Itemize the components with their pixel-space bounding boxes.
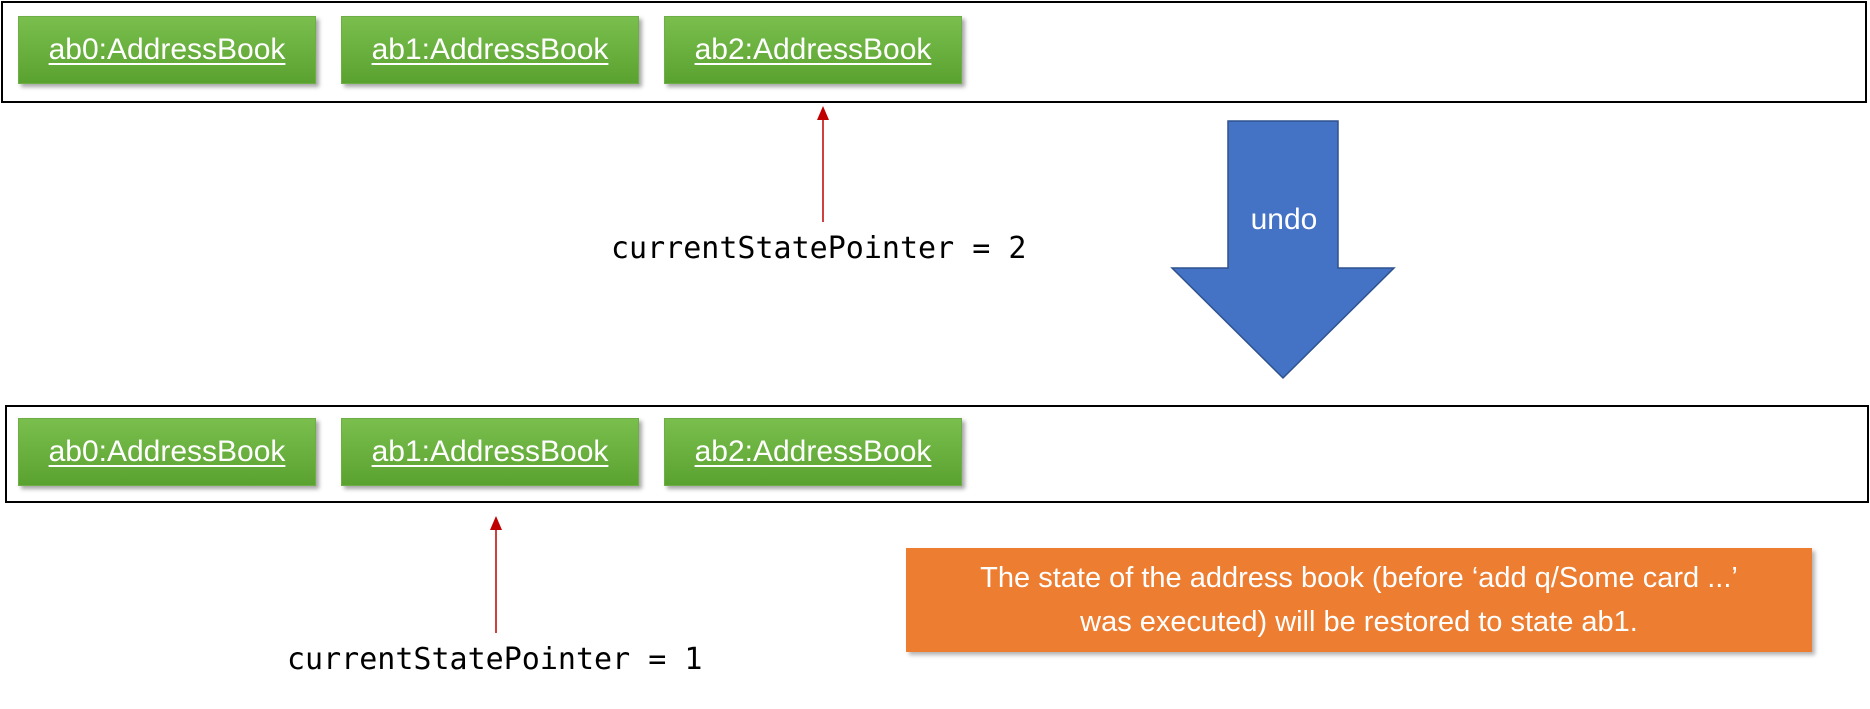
pointer-arrow-before-head	[817, 106, 829, 120]
pointer-arrow-after-head	[490, 516, 502, 530]
undo-label: undo	[1250, 203, 1318, 236]
pointer-label-before: currentStatePointer = 2	[611, 231, 1027, 266]
pointer-label-after: currentStatePointer = 1	[287, 642, 703, 677]
state-box-ab2-before: ab2:AddressBook	[664, 16, 962, 84]
state-box-ab2-after: ab2:AddressBook	[664, 418, 962, 486]
state-box-ab0-before: ab0:AddressBook	[18, 16, 316, 84]
state-box-ab0-after: ab0:AddressBook	[18, 418, 316, 486]
restore-note: The state of the address book (before ‘a…	[906, 548, 1812, 652]
state-box-ab1-after: ab1:AddressBook	[341, 418, 639, 486]
undo-arrow-icon	[1170, 120, 1396, 380]
state-box-ab1-before: ab1:AddressBook	[341, 16, 639, 84]
